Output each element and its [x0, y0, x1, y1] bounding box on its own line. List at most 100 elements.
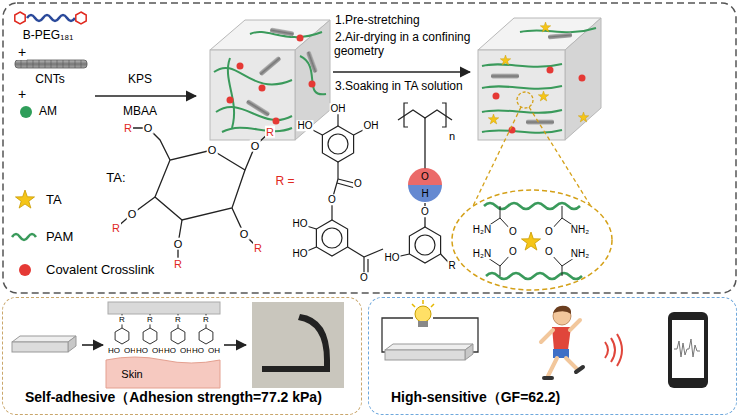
catechol-rings — [115, 314, 213, 344]
structure-title: TA: — [105, 170, 126, 185]
repeat-index: n — [448, 130, 456, 142]
crosslink-dot — [259, 85, 266, 92]
adhered-strip — [262, 314, 330, 372]
atom-label: R — [265, 126, 275, 138]
atom-label: R — [253, 242, 263, 254]
feature-panel: High-sensitive（GF=62.2) — [368, 297, 737, 415]
bond — [424, 118, 425, 169]
benzene-ring — [15, 12, 25, 24]
atom-label-box: H — [420, 188, 429, 200]
galloyl-structure — [300, 109, 383, 278]
step-label: 1.Pre-stretching — [334, 13, 421, 27]
ta-star — [500, 55, 510, 65]
step-label-box: 1.Pre-stretching — [334, 14, 421, 28]
hydrogel-cube — [210, 20, 330, 140]
atom-label-box: HO — [163, 346, 177, 355]
reagent-label: KPS — [127, 72, 153, 86]
atom-label: H₂N — [472, 248, 492, 259]
atom-label-box: O — [327, 194, 337, 206]
process-arrow — [224, 344, 246, 346]
crosslink-dot — [579, 75, 586, 82]
crosslink-dot — [493, 93, 500, 100]
atom-label-box: O — [173, 238, 184, 251]
crosslink-dot — [309, 81, 316, 88]
atom-label: R — [146, 315, 154, 324]
atom-label-box: NH₂ — [570, 248, 590, 260]
atom-label: HO — [191, 346, 205, 355]
component-label-box: CNTs — [34, 73, 65, 87]
atom-label-box: OH — [363, 120, 380, 132]
atom-label: O — [359, 272, 369, 283]
atom-label-box: R — [118, 315, 126, 324]
atom-label: OH — [363, 120, 380, 131]
atom-label-box: H₂N — [472, 248, 492, 260]
component-label-box: B-PEG₁₈₁ — [22, 29, 74, 43]
atom-label-box: HO — [292, 218, 309, 230]
atom-label: O — [127, 208, 138, 220]
benzene-ring — [76, 12, 86, 24]
gel-slab — [385, 344, 473, 350]
cnt-tube — [548, 32, 572, 39]
cnt-tube — [246, 99, 271, 117]
crosslink-dot — [237, 63, 244, 70]
ta-star — [521, 232, 540, 250]
aromatic-circle — [328, 134, 348, 154]
gel-slab — [12, 342, 68, 352]
atom-label-box: O — [359, 272, 369, 284]
panel-title: Self-adhesive（Adhesion strength=77.2 kPa… — [25, 389, 322, 407]
atom-label-box: HO — [107, 346, 121, 355]
atom-label: HO — [107, 346, 121, 355]
cnt-tube — [526, 120, 554, 125]
pam-chain — [228, 58, 234, 128]
process-arrow — [82, 344, 103, 346]
component-label: AM — [38, 104, 58, 118]
adhesion-photo — [252, 302, 344, 388]
benzene-ring — [115, 328, 129, 344]
atom-label: R — [111, 222, 121, 234]
zoom-detail — [452, 190, 612, 290]
atom-label: O — [353, 178, 363, 189]
atom-label: O — [143, 122, 154, 134]
pam-chain — [482, 86, 562, 89]
panel-title: High-sensitive（GF=62.2) — [391, 389, 560, 407]
structure-title-box: TA: — [105, 171, 126, 186]
phone-screen — [672, 320, 704, 378]
atom-label-box: O — [420, 206, 430, 218]
bond — [122, 314, 206, 328]
atom-label-box: R — [174, 315, 182, 324]
atom-label: OH — [207, 346, 221, 355]
substituent-label-box: R = — [274, 175, 295, 189]
cube-face — [295, 20, 330, 140]
plus-sign-box: + — [17, 44, 27, 60]
bond — [337, 162, 338, 179]
bond — [348, 247, 364, 257]
pam-chain — [482, 110, 562, 113]
atom-label: NH₂ — [570, 224, 590, 235]
atom-label-box: O — [239, 228, 250, 241]
atom-label: O — [327, 194, 337, 205]
cnt-icon — [15, 60, 87, 68]
atom-label: O — [173, 238, 184, 250]
cnt-tube — [15, 60, 87, 68]
atom-label-box: O — [508, 246, 518, 258]
atom-label-box: OH — [207, 346, 221, 355]
atom-label-box: O — [508, 226, 518, 238]
legend-entry: PAM — [45, 230, 74, 245]
atom-label: HO — [297, 120, 314, 131]
atom-label-box: R — [173, 258, 183, 271]
aromatic-circle — [415, 235, 435, 255]
atom-label-box: OH — [330, 103, 347, 115]
amide-bonds — [482, 206, 580, 276]
crosslink-dot — [297, 35, 304, 42]
atom-label: O — [544, 226, 554, 237]
tissue-label: Skin — [120, 368, 143, 380]
cube-face — [210, 50, 295, 140]
light-rays — [412, 300, 434, 307]
cube-face — [478, 50, 565, 140]
legend-entry: TA — [45, 193, 63, 208]
atom-label-box: R — [447, 260, 456, 272]
am-monomer — [20, 106, 32, 118]
atom-label: O — [207, 144, 218, 156]
zoom-ellipse — [452, 190, 612, 290]
plus-sign: + — [17, 86, 27, 102]
